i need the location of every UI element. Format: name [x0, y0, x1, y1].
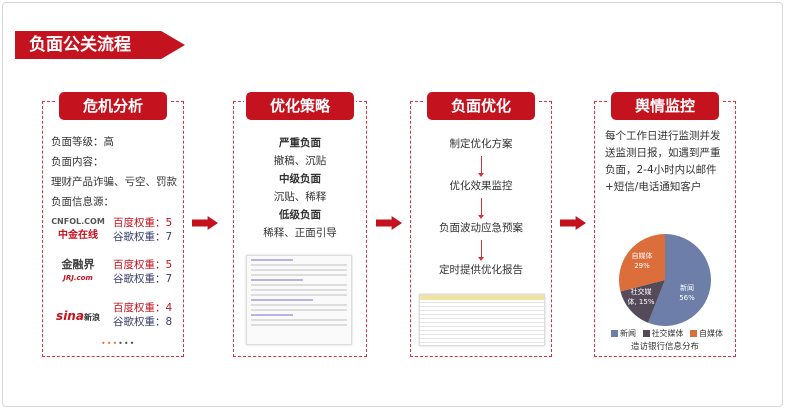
level-action: 稀释、正面引导	[263, 227, 337, 239]
step-arrow	[478, 240, 484, 261]
flow-arrow	[560, 216, 586, 230]
source-sina: sina新浪 百度权重：4 谷歌权重：8	[49, 300, 183, 330]
step-arrow	[478, 156, 484, 177]
baidu-weight: 百度权重：5	[113, 259, 173, 271]
label-news: 新闻	[680, 283, 694, 292]
legend-selfmedia: 自媒体	[699, 329, 724, 338]
step-4: 定时提供优化报告	[439, 264, 523, 276]
label-news-pct: 56%	[679, 294, 695, 302]
legend-swatch-news	[610, 330, 618, 337]
baidu-weight: 百度权重：5	[113, 217, 173, 229]
label-selfmedia: 自媒体	[632, 251, 653, 260]
step-1: 制定优化方案	[449, 138, 513, 150]
page-title: 负面公关流程	[15, 31, 185, 59]
level-label: 中级负面	[279, 173, 321, 185]
google-weight: 谷歌权重：7	[113, 273, 173, 285]
label-social-pct: 体, 15%	[627, 297, 654, 306]
panel-header: 优化策略	[246, 92, 354, 120]
pie-slice-社交媒体	[620, 280, 665, 323]
info-line: 负面内容：	[51, 156, 104, 168]
pie-chart: 新闻 56% 社交媒 体, 15% 自媒体 29%	[619, 234, 711, 326]
panel-negative-optimization: 负面优化 制定优化方案 优化效果监控 负面波动应急预案 定时提供优化报告	[410, 92, 552, 357]
chart-title: 造访银行信息分布	[630, 342, 699, 352]
panel-header: 舆情监控	[611, 92, 719, 120]
step-3: 负面波动应急预案	[439, 222, 523, 234]
info-line: 负面等级：高	[51, 136, 114, 148]
panel-strategy: 优化策略 严重负面 撤稿、沉贴 中级负面 沉贴、稀释 低级负面 稀释、正面引导	[233, 92, 367, 357]
sina-logo: sina新浪	[56, 309, 100, 323]
panel-header: 危机分析	[59, 92, 167, 120]
legend-social: 社交媒体	[651, 329, 684, 338]
step-2: 优化效果监控	[449, 180, 513, 192]
info-line: 负面信息源：	[51, 196, 114, 208]
flow-arrow	[376, 216, 402, 230]
monitoring-description: 每个工作日进行监测并发送监测日报，如遇到严重负面，2-4小时内以邮件+短信/电话…	[605, 130, 721, 193]
level-label: 低级负面	[279, 209, 321, 221]
pie-slice-自媒体	[619, 234, 665, 292]
label-selfmedia-pct: 29%	[634, 262, 650, 270]
google-weight: 谷歌权重：7	[113, 231, 173, 243]
level-label: 严重负面	[279, 137, 321, 149]
label-social: 社交媒	[631, 287, 652, 296]
pie-slice-新闻	[648, 234, 711, 326]
panel-monitoring: 舆情监控 每个工作日进行监测并发送监测日报，如遇到严重负面，2-4小时内以邮件+…	[594, 92, 736, 357]
report-table-screenshot	[419, 294, 545, 346]
panel-crisis-analysis: 危机分析 负面等级：高 负面内容： 理财产品诈骗、亏空、罚款 负面信息源： CN…	[42, 92, 184, 357]
strategy-list: 严重负面 撤稿、沉贴 中级负面 沉贴、稀释 低级负面 稀释、正面引导	[234, 134, 366, 242]
info-line: 理财产品诈骗、亏空、罚款	[51, 176, 177, 188]
search-results-screenshot	[246, 255, 352, 345]
legend-swatch-social	[642, 330, 650, 337]
legend-news: 新闻	[619, 329, 636, 338]
level-action: 撤稿、沉贴	[273, 155, 327, 167]
legend-swatch-selfmedia	[690, 330, 698, 337]
panel-header: 负面优化	[427, 92, 535, 120]
level-action: 沉贴、稀释	[273, 191, 327, 203]
baidu-weight: 百度权重：4	[113, 302, 173, 314]
google-weight: 谷歌权重：8	[113, 316, 173, 328]
pie-legend: 新闻 社交媒体 自媒体	[595, 328, 735, 340]
step-arrow	[478, 198, 484, 219]
flow-arrow	[192, 216, 218, 230]
more-dots: ••••••	[101, 339, 136, 348]
info-lines: 负面等级：高 负面内容： 理财产品诈骗、亏空、罚款 负面信息源：	[51, 132, 177, 212]
